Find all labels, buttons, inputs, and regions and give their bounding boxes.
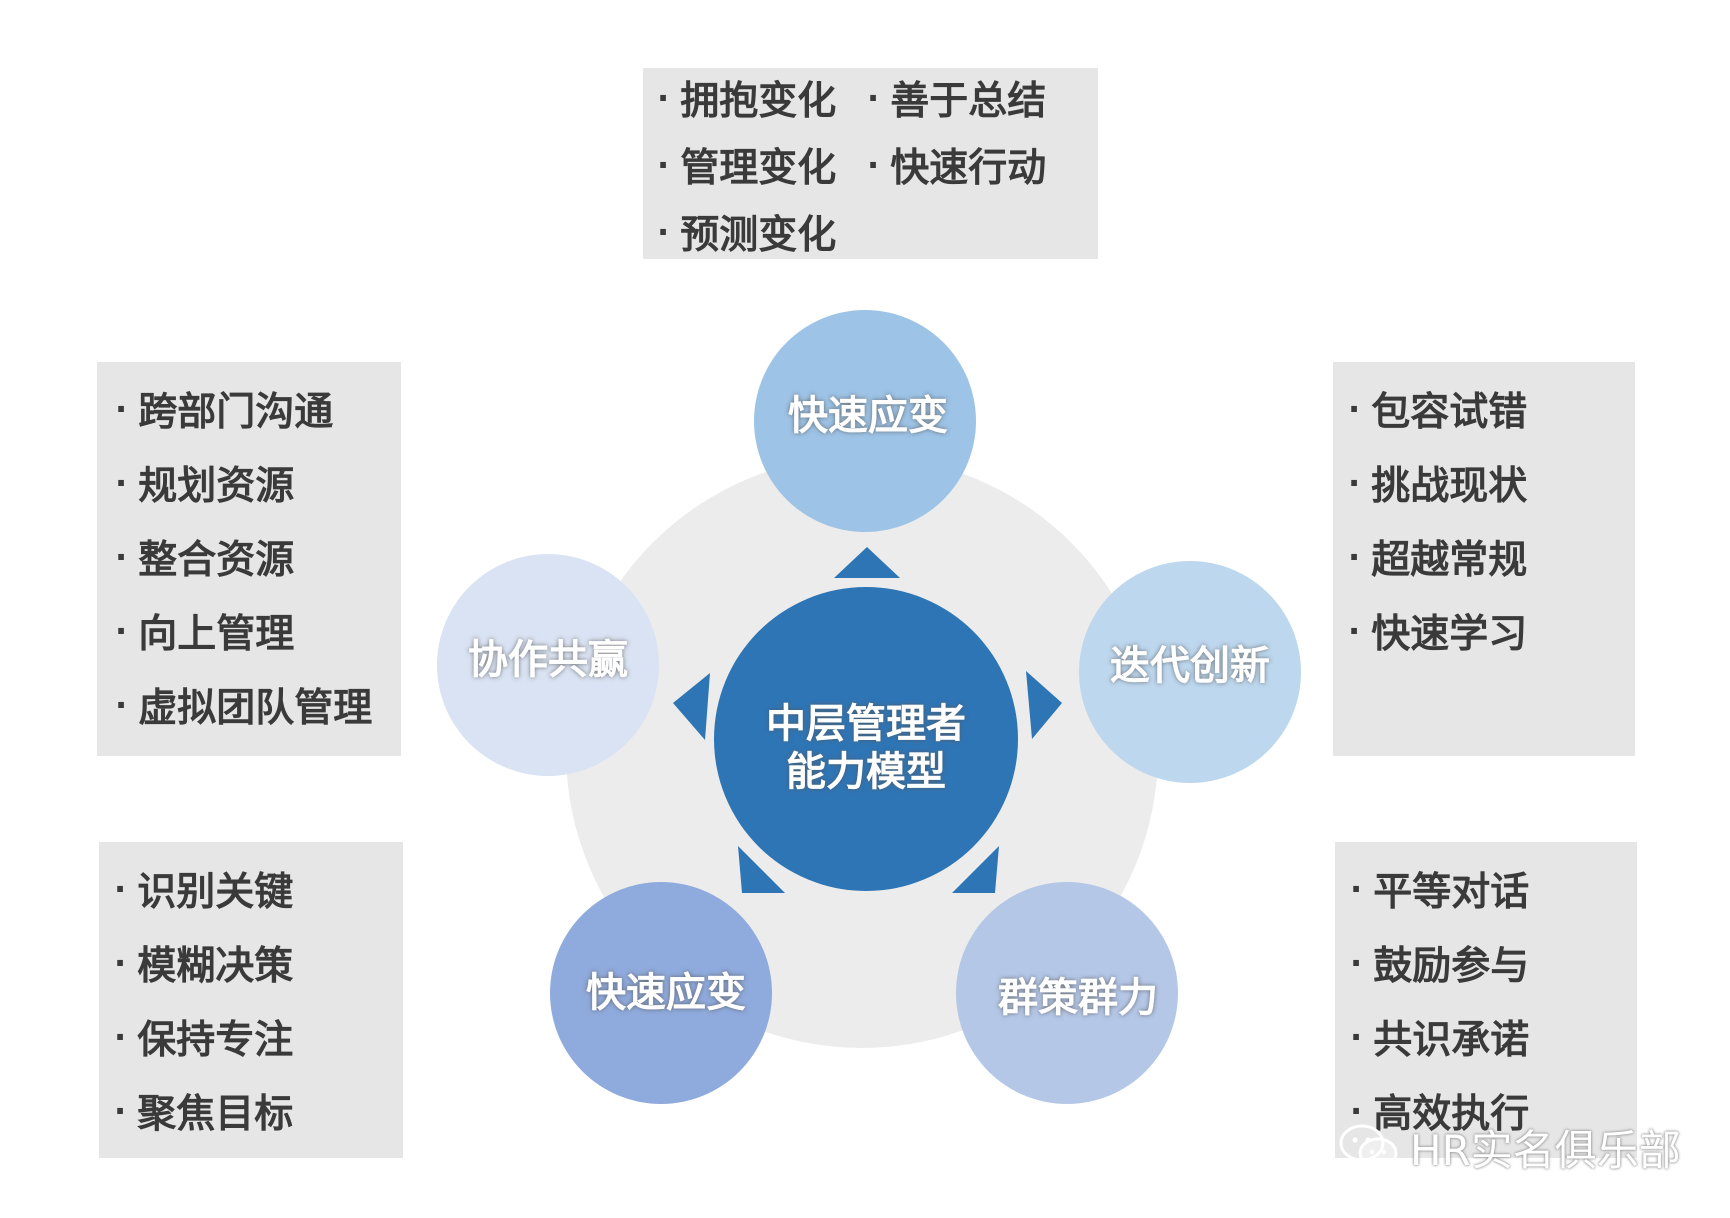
list-item: 高效执行 [1350, 1095, 1637, 1134]
wechat-icon [1338, 1123, 1400, 1171]
box-left-top-list: 跨部门沟通 规划资源 整合资源 向上管理 虚拟团队管理 [115, 393, 401, 728]
box-right-bottom-engagement: 平等对话 鼓励参与 共识承诺 高效执行 [1335, 842, 1637, 1158]
watermark: HR实名俱乐部 [1338, 1122, 1681, 1175]
node-bottom-right-label: 群策群力 [998, 975, 1158, 1021]
list-item: 包容试错 [1348, 393, 1635, 432]
list-item: 善于总结 [867, 82, 1077, 121]
list-item: 快速学习 [1348, 615, 1635, 654]
node-right-circle [1079, 561, 1301, 783]
list-item: 共识承诺 [1350, 1021, 1637, 1060]
list-item: 平等对话 [1350, 873, 1637, 912]
arrow-left-icon [673, 673, 710, 740]
list-item: 超越常规 [1348, 541, 1635, 580]
list-item: 跨部门沟通 [115, 393, 401, 432]
watermark-text: HR实名俱乐部 [1410, 1125, 1681, 1175]
node-left-circle [437, 554, 659, 776]
list-item: 规划资源 [115, 467, 401, 506]
list-item: 快速行动 [867, 149, 1077, 188]
box-top-adaptability: 拥抱变化 善于总结 管理变化 快速行动 预测变化 [643, 68, 1098, 259]
list-item: 拥抱变化 [657, 82, 867, 121]
box-right-innovation: 包容试错 挑战现状 超越常规 快速学习 [1333, 362, 1635, 756]
arrow-right-icon [1026, 671, 1062, 739]
box-right-bottom-list: 平等对话 鼓励参与 共识承诺 高效执行 [1350, 873, 1637, 1134]
box-top-list: 拥抱变化 善于总结 管理变化 快速行动 预测变化 [657, 82, 1098, 255]
arrow-up-icon [834, 547, 900, 578]
list-item: 模糊决策 [114, 947, 403, 986]
box-right-top-list: 包容试错 挑战现状 超越常规 快速学习 [1348, 393, 1635, 654]
list-item: 鼓励参与 [1350, 947, 1637, 986]
arrow-down-right-icon [952, 846, 999, 893]
node-top-circle [754, 310, 976, 532]
node-right-label: 迭代创新 [1110, 643, 1270, 689]
node-bottom-left-circle [550, 882, 772, 1104]
center-circle [714, 587, 1018, 891]
list-item: 保持专注 [114, 1021, 403, 1060]
node-bottom-right-circle [956, 882, 1178, 1104]
list-item: 识别关键 [114, 873, 403, 912]
box-left-bottom-list: 识别关键 模糊决策 保持专注 聚焦目标 [114, 873, 403, 1134]
center-title-line1: 中层管理者 [766, 701, 966, 747]
node-bottom-left-label: 快速应变 [586, 970, 746, 1016]
arrow-down-left-icon [738, 846, 785, 893]
center-title-line2: 能力模型 [786, 749, 946, 795]
list-item: 挑战现状 [1348, 467, 1635, 506]
list-item: 聚焦目标 [114, 1095, 403, 1134]
box-left-collaboration: 跨部门沟通 规划资源 整合资源 向上管理 虚拟团队管理 [97, 362, 401, 756]
list-item: 向上管理 [115, 615, 401, 654]
list-item: 管理变化 [657, 149, 867, 188]
list-item: 虚拟团队管理 [115, 689, 401, 728]
node-top-label: 快速应变 [788, 393, 948, 439]
list-item: 整合资源 [115, 541, 401, 580]
box-left-bottom-focus: 识别关键 模糊决策 保持专注 聚焦目标 [99, 842, 403, 1158]
list-item: 预测变化 [657, 216, 867, 255]
node-left-label: 协作共赢 [468, 637, 628, 683]
